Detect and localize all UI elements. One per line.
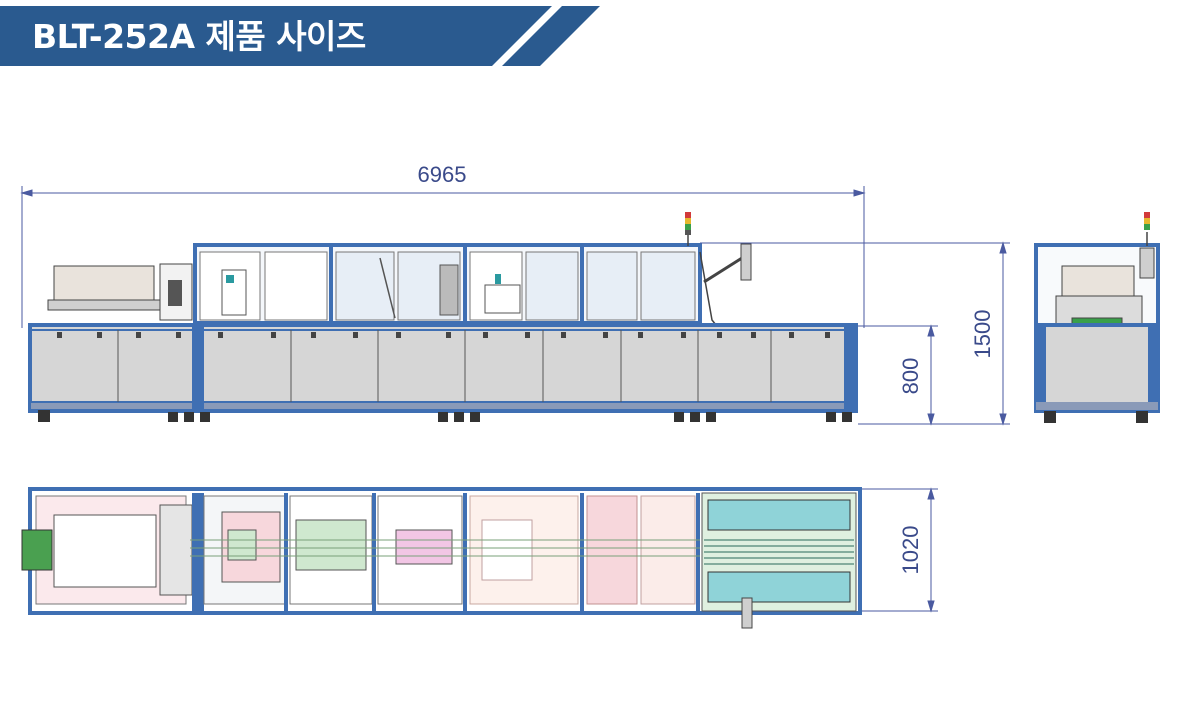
base-frame [28, 323, 858, 422]
side-view [1034, 212, 1160, 423]
upper-enclosure [193, 243, 702, 325]
length-label: 6965 [418, 162, 467, 187]
width-label: 1020 [898, 526, 923, 575]
front-view: 6965 [20, 162, 1010, 426]
table-height-label: 800 [898, 358, 923, 395]
monitor-arm [699, 243, 752, 326]
title-banner: BLT-252A 제품 사이즈 [0, 6, 600, 66]
height-label: 1500 [970, 310, 995, 359]
width-dimension [862, 487, 938, 613]
length-dimension [20, 186, 866, 328]
banner-shape [0, 6, 600, 66]
top-view: 1020 [21, 487, 938, 629]
signal-tower [685, 212, 691, 246]
page-title: BLT-252A 제품 사이즈 [32, 17, 366, 56]
height-dimension [700, 241, 1010, 426]
table-height-dimension [858, 324, 938, 426]
machine-size-drawing: 6965 [20, 162, 1160, 629]
left-feeder [47, 263, 193, 321]
